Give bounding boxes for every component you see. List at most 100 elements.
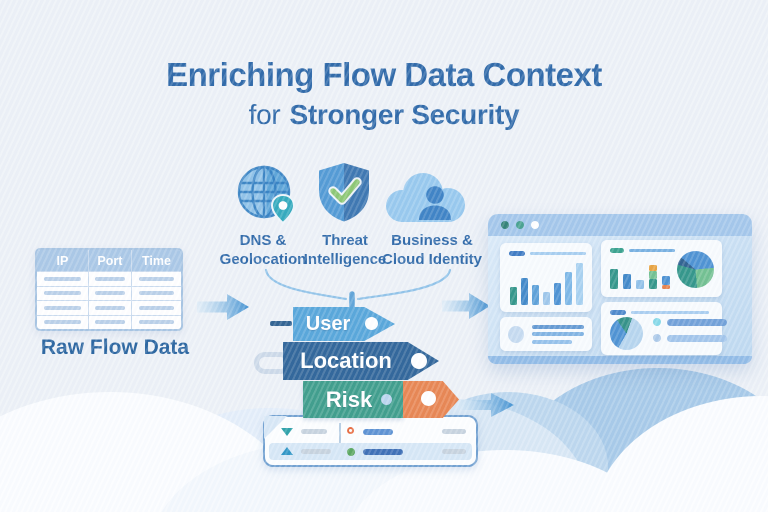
cell-placeholder <box>442 449 466 454</box>
mini-chart-card <box>601 240 722 297</box>
table-row <box>37 314 181 329</box>
source-label-business-cloud-identity: Business & Cloud Identity <box>382 232 482 268</box>
bar <box>623 274 631 289</box>
security-dashboard-window <box>488 214 752 364</box>
window-dot-icon <box>516 221 524 229</box>
event-list-panel <box>263 415 478 467</box>
window-dot-icon <box>501 221 509 229</box>
tag-risk-dot <box>381 394 392 405</box>
legend-row <box>653 318 727 326</box>
raw-flow-table: IP Port Time <box>35 248 183 331</box>
legend-dot <box>653 318 661 326</box>
header-pill <box>509 251 525 256</box>
column-header-ip: IP <box>37 250 89 271</box>
bar <box>554 283 561 305</box>
cell-placeholder <box>301 449 331 454</box>
cell-placeholder <box>363 448 403 455</box>
legend-dot <box>653 334 661 342</box>
card-header <box>610 310 709 315</box>
title-line1: Enriching Flow Data Context <box>166 56 602 93</box>
cell-placeholder <box>44 305 81 310</box>
cell-placeholder <box>94 305 126 310</box>
header-line <box>629 248 675 253</box>
cell-placeholder <box>44 320 81 325</box>
bar <box>543 292 550 305</box>
cloud-user-icon <box>386 173 465 222</box>
header-pill <box>610 310 626 315</box>
cell-placeholder <box>138 276 175 281</box>
legend-rows <box>653 318 727 342</box>
bar <box>610 269 618 289</box>
cell-placeholder <box>301 429 327 434</box>
cell-placeholder <box>94 320 126 325</box>
tag-risk-label: Risk <box>325 387 373 412</box>
window-titlebar <box>488 214 752 236</box>
tag-location-label: Location <box>300 348 392 373</box>
window-footer <box>488 356 752 364</box>
table-row <box>37 271 181 286</box>
dashboard-body <box>488 236 752 356</box>
pie-chart <box>610 317 643 350</box>
bar <box>636 280 644 289</box>
card-header <box>610 248 675 253</box>
status-ring-icon <box>347 427 354 434</box>
text-placeholder-lines <box>532 324 584 344</box>
source-label-threat-intelligence: Threat Intelligence <box>303 232 387 268</box>
panel-divider <box>339 423 341 459</box>
raw-flow-caption: Raw Flow Data <box>40 336 190 359</box>
cell-placeholder <box>138 291 175 296</box>
bar <box>649 265 657 289</box>
column-header-port: Port <box>89 250 133 271</box>
raw-flow-table-header: IP Port Time <box>37 250 181 271</box>
page-title: Enriching Flow Data Context for Stronger … <box>0 56 768 131</box>
legend-row <box>653 334 727 342</box>
tag-hole <box>421 391 436 406</box>
header-pill <box>610 248 624 253</box>
avatar <box>508 325 524 343</box>
bar <box>576 263 583 305</box>
pie-detail-card <box>601 302 727 355</box>
globe-pin-icon <box>237 165 296 225</box>
source-label-dns-geolocation: DNS & Geolocation <box>219 232 307 268</box>
cell-placeholder <box>442 429 466 434</box>
header-line <box>530 251 586 256</box>
title-line2-main: Stronger Security <box>289 99 520 130</box>
summary-card <box>500 317 592 351</box>
shield-check-icon <box>319 163 369 222</box>
mini-bar-chart <box>610 265 670 289</box>
header-line <box>631 310 709 315</box>
table-row <box>37 300 181 315</box>
cell-placeholder <box>138 320 175 325</box>
cell-placeholder <box>44 291 81 296</box>
event-row-highlighted <box>269 443 472 460</box>
column-header-time: Time <box>142 253 171 268</box>
tag-hole <box>365 317 378 330</box>
title-line2: for Stronger Security <box>0 99 768 131</box>
bar <box>521 278 528 305</box>
tag-connector-dash <box>270 321 292 326</box>
bar <box>510 287 517 305</box>
triangle-up-icon <box>281 447 293 455</box>
bar <box>532 285 539 305</box>
triangle-down-icon <box>281 428 293 436</box>
cell-placeholder <box>94 291 126 296</box>
title-line2-prefix: for <box>248 99 281 130</box>
main-bar-chart <box>510 263 583 305</box>
cell-placeholder <box>138 305 175 310</box>
bar <box>662 276 670 289</box>
arrow-right-icon <box>458 393 514 417</box>
cell-placeholder <box>44 276 81 281</box>
legend-line <box>667 334 727 342</box>
bar-chart-card <box>500 243 592 312</box>
arrow-right-icon <box>197 294 249 320</box>
table-row <box>37 285 181 300</box>
cell-placeholder <box>363 428 393 435</box>
pie-chart <box>677 251 714 288</box>
tag-user-label: User <box>305 313 351 335</box>
card-header <box>509 251 586 256</box>
window-dot-icon <box>531 221 539 229</box>
event-row <box>269 423 472 440</box>
legend-line <box>667 318 727 326</box>
status-dot-icon <box>347 448 355 456</box>
